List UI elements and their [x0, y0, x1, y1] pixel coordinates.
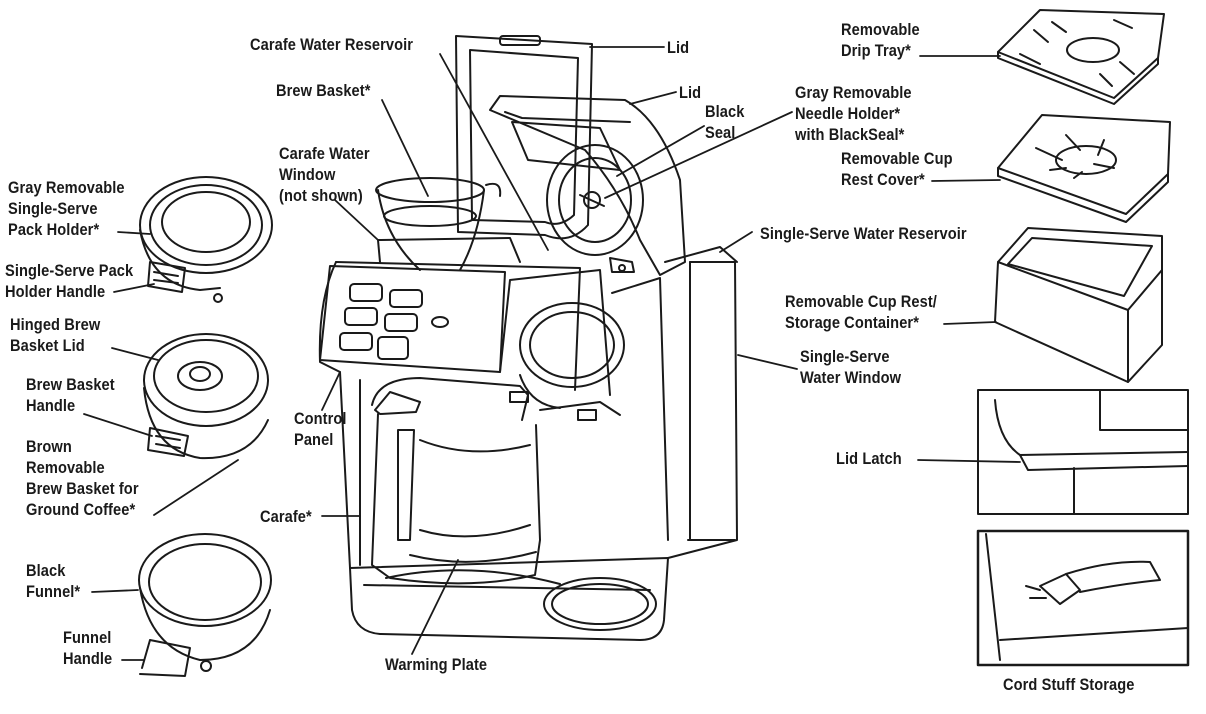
label-single-serve-reservoir: Single-Serve Water Reservoir	[760, 224, 967, 243]
label-control-panel: Control Panel	[294, 409, 347, 449]
label-carafe: Carafe*	[260, 507, 312, 526]
label-lid-single-serve: Lid	[679, 83, 702, 102]
drip-tray-drawing	[997, 9, 1165, 105]
lid-latch-inset	[977, 389, 1189, 515]
label-warming-plate: Warming Plate	[385, 655, 488, 674]
label-cup-rest-cover: Removable Cup Rest Cover*	[841, 149, 953, 189]
label-single-serve-window: Single-Serve Water Window	[800, 347, 902, 387]
cord-storage-inset	[976, 529, 1190, 667]
label-pack-holder: Gray Removable Single-Serve Pack Holder*	[8, 178, 125, 239]
funnel-drawing	[138, 533, 272, 677]
coffee-maker-body	[318, 35, 738, 641]
label-pack-holder-handle: Single-Serve Pack Holder Handle	[5, 261, 134, 301]
pack-holder-drawing	[139, 176, 273, 303]
leader-lines	[83, 46, 1021, 661]
brew-basket-drawing	[143, 333, 269, 460]
label-carafe-water-reservoir: Carafe Water Reservoir	[250, 35, 414, 54]
label-brew-basket-handle: Brew Basket Handle	[26, 375, 115, 415]
label-black-funnel: Black Funnel*	[26, 561, 81, 601]
label-brew-basket: Brew Basket*	[276, 81, 371, 100]
label-brown-basket: Brown Removable Brew Basket for Ground C…	[26, 437, 139, 519]
label-carafe-water-window: Carafe Water Window (not shown)	[279, 144, 370, 205]
label-drip-tray: Removable Drip Tray*	[841, 20, 920, 60]
label-cup-rest-storage: Removable Cup Rest/ Storage Container*	[785, 292, 937, 332]
label-funnel-handle: Funnel Handle	[63, 628, 113, 668]
label-black-seal: Black Seal	[705, 102, 745, 142]
label-lid-latch: Lid Latch	[836, 449, 902, 468]
cup-rest-cover-drawing	[997, 114, 1171, 223]
label-gray-needle-holder: Gray Removable Needle Holder* with Black…	[795, 83, 912, 144]
storage-container-drawing	[994, 227, 1163, 383]
label-cord-storage: Cord Stuff Storage	[1003, 675, 1135, 694]
label-lid-top: Lid	[667, 38, 690, 57]
label-hinged-lid: Hinged Brew Basket Lid	[10, 315, 101, 355]
